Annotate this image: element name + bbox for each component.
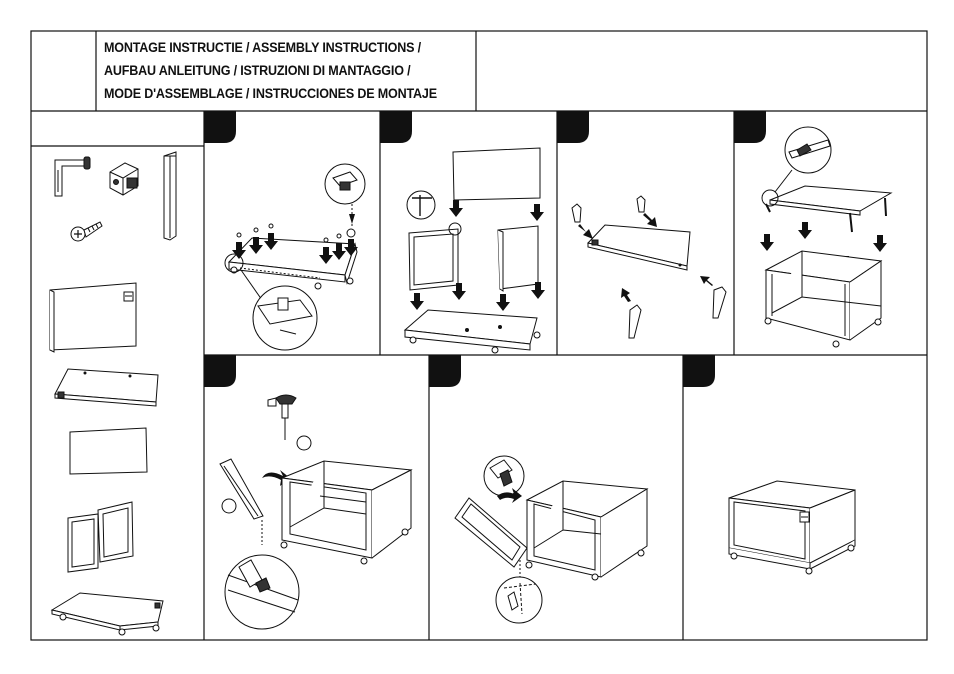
- top-panel-icon: [55, 369, 158, 406]
- side-panels-icon: [68, 502, 133, 572]
- parts-list: [50, 152, 176, 635]
- step-5-diagram: [220, 395, 411, 629]
- step-tab-6: [429, 355, 461, 387]
- step-4-diagram: [760, 127, 891, 347]
- step-3-diagram: [572, 196, 726, 338]
- side-rail-icon: [164, 152, 176, 240]
- title-line-2: AUFBAU ANLEITUNG / ISTRUZIONI DI MANTAGG…: [104, 61, 448, 81]
- step-tab-1: [204, 111, 236, 143]
- step-1-diagram: [225, 164, 365, 350]
- step-6-diagram: [455, 456, 647, 623]
- step-tab-5: [204, 355, 236, 387]
- screw-icon: [71, 222, 102, 241]
- base-with-casters-icon: [52, 593, 163, 635]
- corner-bracket-icon: [55, 157, 90, 196]
- step-tab-7: [683, 355, 715, 387]
- title-line-3: MODE D'ASSEMBLAGE / INSTRUCCIONES DE MON…: [104, 84, 448, 104]
- step-tab-4: [734, 111, 766, 143]
- divider-panel-icon: [70, 428, 147, 474]
- cam-connector-icon: [110, 163, 138, 195]
- title-line-1: MONTAGE INSTRUCTIE / ASSEMBLY INSTRUCTIO…: [104, 38, 448, 58]
- step-tab-3: [557, 111, 589, 143]
- step-tab-2: [380, 111, 412, 143]
- step-2-diagram: [405, 148, 545, 353]
- back-panel-icon: [50, 283, 136, 352]
- step-7-diagram: [729, 481, 855, 574]
